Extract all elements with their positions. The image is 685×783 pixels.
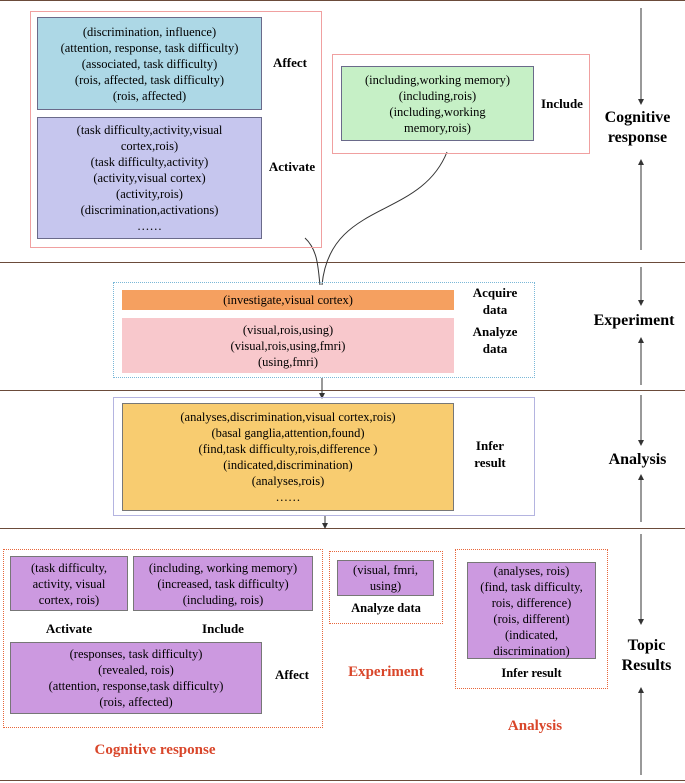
results-affect-item: (rois, affected): [99, 695, 173, 709]
include-item: (including,rois): [398, 88, 477, 103]
divider-analysis-results: [0, 528, 685, 529]
acquire-label-line: data: [482, 302, 508, 317]
analysis-frame: [113, 397, 535, 516]
results-affect-box: (responses, task difficulty) (revealed, …: [10, 642, 262, 714]
affect-item: (discrimination, influence): [82, 24, 217, 39]
acquire-label-line: Acquire: [472, 285, 518, 300]
infer-item: (basal ganglia,attention,found): [211, 426, 365, 440]
experiment-frame: [113, 282, 535, 378]
stage-topic-line: Results: [621, 657, 672, 674]
results-analyze-item: using): [369, 579, 402, 593]
analyze-item: (using,fmri): [257, 354, 319, 369]
results-activate-item: cortex, rois): [38, 592, 100, 607]
stage-topic-line: Topic: [627, 637, 666, 654]
include-item: (including,working memory): [364, 72, 511, 87]
results-cognitive-title: Cognitive response: [94, 742, 216, 758]
results-affect-label: Affect: [275, 667, 309, 682]
results-infer-item: (rois, different): [493, 611, 570, 626]
results-analyze-item: (visual, fmri,: [353, 563, 418, 577]
infer-item: (analyses,discrimination,visual cortex,r…: [180, 410, 396, 424]
infer-box: (analyses,discrimination,visual cortex,r…: [122, 403, 454, 511]
cognitive-frame: [30, 11, 322, 248]
include-frame: [332, 54, 590, 154]
results-include-label: Include: [202, 621, 244, 636]
affect-item: (rois, affected): [112, 88, 187, 103]
infer-item: (indicated,discrimination): [223, 458, 353, 472]
analyze-label-line: Analyze: [472, 324, 518, 339]
infer-label: Infer result: [460, 437, 520, 471]
results-infer-item: (find, task difficulty,: [480, 579, 583, 594]
results-affect-item: (revealed, rois): [98, 663, 174, 677]
stage-cognitive-line: response: [607, 129, 668, 146]
results-include-box: (including, working memory) (increased, …: [133, 556, 313, 611]
affect-box: (discrimination, influence) (attention, …: [37, 17, 262, 110]
affect-item: (rois, affected, task difficulty): [74, 72, 225, 87]
connector-activate-curve: [304, 237, 321, 286]
analyze-label-line: data: [482, 341, 508, 356]
affect-label: Affect: [273, 55, 307, 70]
results-activate-item: activity, visual: [32, 576, 106, 591]
results-cognitive-frame: [3, 549, 323, 728]
include-item: memory,rois): [404, 120, 471, 135]
affect-item: (attention, response, task difficulty): [60, 40, 239, 55]
stage-topic-results: Topic Results: [608, 636, 685, 676]
stage-analysis: Analysis: [608, 451, 667, 468]
infer-label-line: result: [474, 455, 506, 470]
results-activate-box: (task difficulty, activity, visual corte…: [10, 556, 128, 611]
results-experiment-title: Experiment: [348, 664, 424, 680]
analyze-item: (visual,rois,using,fmri): [230, 338, 346, 353]
results-affect-item: (attention, response,task difficulty): [48, 679, 224, 693]
activate-box: (task difficulty,activity,visual cortex,…: [37, 117, 262, 239]
divider-bottom: [0, 780, 685, 781]
results-include-item: (including, working memory): [148, 560, 298, 575]
results-analyze-box: (visual, fmri, using): [337, 560, 434, 596]
infer-item: (find,task difficulty,rois,difference ): [198, 442, 378, 456]
activate-label: Activate: [268, 159, 316, 174]
stage-cognitive-response: Cognitive response: [590, 108, 685, 148]
activate-item: ……: [137, 219, 162, 233]
activate-item: cortex,rois): [120, 139, 179, 153]
stage-experiment: Experiment: [593, 312, 675, 329]
results-analyze-label: Analyze data: [351, 601, 421, 615]
divider-experiment-analysis: [0, 390, 685, 391]
results-affect-item: (responses, task difficulty): [69, 647, 203, 661]
results-infer-item: discrimination): [493, 643, 570, 658]
acquire-box: (investigate,visual cortex): [122, 290, 454, 310]
results-activate-item: (task difficulty,: [30, 560, 108, 575]
include-item: (including,working: [389, 104, 486, 119]
results-include-item: (increased, task difficulty): [157, 576, 289, 591]
results-infer-item: (indicated,: [504, 627, 559, 642]
results-infer-item: rois, difference): [491, 595, 572, 610]
activate-item: (task difficulty,activity): [90, 155, 209, 169]
results-analysis-title: Analysis: [507, 718, 563, 734]
activate-item: (activity,rois): [116, 187, 183, 201]
divider-cognitive-experiment: [0, 262, 685, 263]
infer-item: ……: [275, 490, 301, 504]
connector-include-curve: [321, 151, 448, 286]
results-experiment-frame: [329, 551, 443, 624]
stage-cognitive-line: Cognitive: [604, 109, 671, 126]
analyze-item: (visual,rois,using): [242, 322, 334, 337]
acquire-label: Acquire data: [460, 284, 530, 318]
activate-item: (task difficulty,activity,visual: [76, 123, 223, 137]
affect-item: (associated, task difficulty): [81, 56, 218, 71]
include-box: (including,working memory) (including,ro…: [341, 66, 534, 141]
analyze-box: (visual,rois,using) (visual,rois,using,f…: [122, 318, 454, 373]
divider-top: [0, 0, 685, 1]
acquire-item: (investigate,visual cortex): [223, 293, 353, 307]
results-infer-box: (analyses, rois) (find, task difficulty,…: [467, 562, 596, 659]
activate-item: (activity,visual cortex): [93, 171, 206, 185]
results-infer-item: (analyses, rois): [493, 563, 570, 578]
results-analysis-frame: [455, 549, 608, 689]
analyze-label: Analyze data: [460, 323, 530, 357]
results-activate-label: Activate: [45, 621, 93, 636]
results-include-item: (including, rois): [182, 592, 264, 607]
infer-label-line: Infer: [475, 438, 505, 453]
results-infer-label: Infer result: [501, 666, 562, 680]
activate-item: (discrimination,activations): [80, 203, 219, 217]
infer-item: (analyses,rois): [251, 474, 325, 488]
include-label: Include: [541, 96, 583, 111]
